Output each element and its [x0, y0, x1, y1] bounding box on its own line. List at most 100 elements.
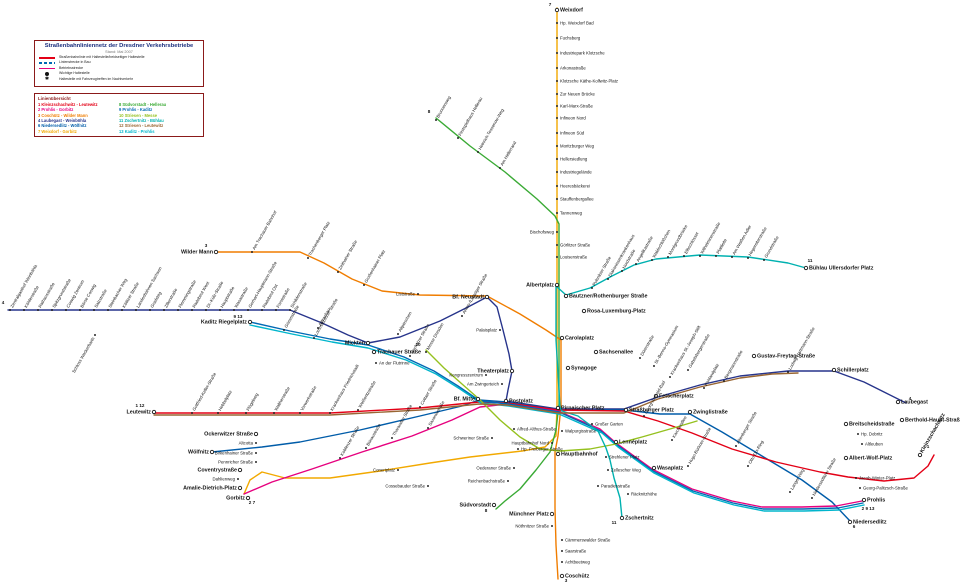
station: Landesbühnen Sachsen: [135, 265, 163, 311]
station: Münchner Platz: [509, 511, 555, 517]
major-stop-marker: [895, 399, 901, 405]
stop-marker: [427, 427, 429, 429]
station-label: Laubegast: [901, 399, 928, 405]
station-label: Gottfried-Keller-Straße: [191, 371, 217, 411]
station-label: Weißeritzstraße: [357, 379, 377, 408]
station: Fuchsberg: [556, 35, 581, 40]
stop-marker: [859, 487, 861, 489]
station-label: Heinrich-Tessenow-Weg: [477, 107, 505, 150]
stop-marker: [477, 151, 479, 153]
stop-marker: [425, 351, 427, 353]
major-stop-marker: [371, 349, 377, 355]
station: Hellersiedlung: [556, 156, 588, 161]
station: Altpieschen: [397, 310, 413, 335]
route-line-10: [425, 349, 698, 452]
station: Hp. Freiberger Straße: [517, 446, 563, 451]
station: Ludwig-Hartmann-Straße: [787, 326, 816, 373]
station: Lennéplatz: [613, 439, 647, 445]
stop-marker: [135, 309, 137, 311]
stop-marker: [307, 257, 309, 259]
night-meeting-icon: ✱: [44, 76, 50, 83]
stop-marker: [107, 309, 109, 311]
stop-marker: [607, 469, 609, 471]
station-label: Flügelweg: [245, 392, 259, 412]
terminal-line-number: 8: [428, 109, 431, 114]
stop-marker: [313, 337, 315, 339]
stop-marker: [363, 284, 365, 286]
station: Bf. Mitte: [454, 396, 481, 402]
station: Zwinglistraße: [687, 409, 728, 415]
station-label: Zschertnitz: [625, 515, 654, 521]
station-label: Zeithainer Straße: [337, 239, 358, 271]
terminal-line-number: 9 13: [234, 314, 243, 319]
major-stop-marker: [613, 439, 619, 445]
stop-marker: [177, 309, 179, 311]
night-meeting-icon: ✱: [38, 77, 56, 82]
station: Saarstraße: [561, 548, 587, 553]
stop-marker: [763, 259, 765, 261]
major-stop-marker: [213, 249, 219, 255]
station: Heinrich-Tessenow-Weg: [477, 107, 505, 153]
terminal-line-number: 2 9 13: [862, 506, 875, 511]
station-label: Koblenzer Straße: [339, 425, 360, 457]
major-stop-marker: [491, 502, 497, 508]
stop-marker: [261, 309, 263, 311]
station-label: Albert-Wolf-Platz: [849, 455, 893, 461]
station-label: Industriegelände: [560, 169, 592, 174]
station: Dahlienweg: [213, 476, 239, 481]
station: Industriegelände: [556, 169, 592, 174]
station-label: Postplatz: [509, 398, 533, 404]
station: Nöthnitzer Straße: [515, 523, 553, 528]
station: Plattleite: [715, 237, 728, 257]
stop-marker: [731, 256, 733, 258]
stop-marker: [591, 423, 593, 425]
station: Leutewitz: [126, 409, 157, 415]
station-label: Liststraße: [396, 291, 415, 296]
station-label: Zwinglistraße: [693, 409, 728, 415]
stop-marker: [435, 119, 437, 121]
station: Festspielhaus Hellerau: [457, 96, 484, 139]
station: Walpurgisstraße: [561, 428, 597, 433]
station: Niedersedlitz: [847, 519, 887, 525]
stop-marker: [747, 465, 749, 467]
station-label: Grundstraße: [763, 235, 780, 259]
station: Großer Garten: [591, 421, 624, 426]
stop-marker: [639, 357, 641, 359]
station: Birkenhainer Straße: [215, 450, 257, 455]
stop-marker: [219, 309, 221, 311]
major-stop-marker: [555, 405, 561, 411]
station-label: Schillerplatz: [837, 367, 869, 373]
station-label: St.-Benno-Gymnasium: [653, 324, 679, 365]
station-label: Gradsteg: [149, 290, 162, 308]
station-label: Schweriner Straße: [453, 435, 489, 440]
stop-marker: [556, 256, 558, 258]
station-label: Waltherstraße: [273, 385, 291, 411]
line-under-construction-icon: [38, 62, 56, 65]
station: Wasastraße: [233, 286, 249, 311]
stop-marker: [556, 244, 558, 246]
line-entry-11: 11 Zschertnitz - Bühlau: [119, 117, 164, 123]
line-with-stop-icon: [38, 56, 56, 59]
stop-marker: [419, 406, 421, 408]
station: Heeresbäckerei: [556, 183, 590, 188]
stop-marker: [417, 293, 419, 295]
station-label: Trachenberger Platz: [307, 221, 331, 257]
station-label: Bischofsweg: [530, 229, 555, 234]
line-overview-heading: Linienübersicht: [38, 96, 71, 101]
stop-marker: [255, 461, 257, 463]
stop-marker: [233, 309, 235, 311]
stop-marker: [501, 383, 503, 385]
legend-label: Linienstrecke in Bau: [59, 60, 91, 65]
stop-marker: [671, 439, 673, 441]
station: Hp. Dobritz: [857, 431, 883, 436]
station-label: Arkonastraße: [560, 65, 586, 70]
station-label: Altpieschen: [397, 310, 413, 332]
station: Trachauer Straße: [371, 349, 421, 355]
stop-marker: [597, 485, 599, 487]
stop-marker: [409, 355, 411, 357]
stop-marker: [561, 430, 563, 432]
station: Liststraße: [396, 291, 419, 296]
stop-marker: [289, 309, 291, 311]
station: Trachenberger Platz: [307, 221, 331, 259]
